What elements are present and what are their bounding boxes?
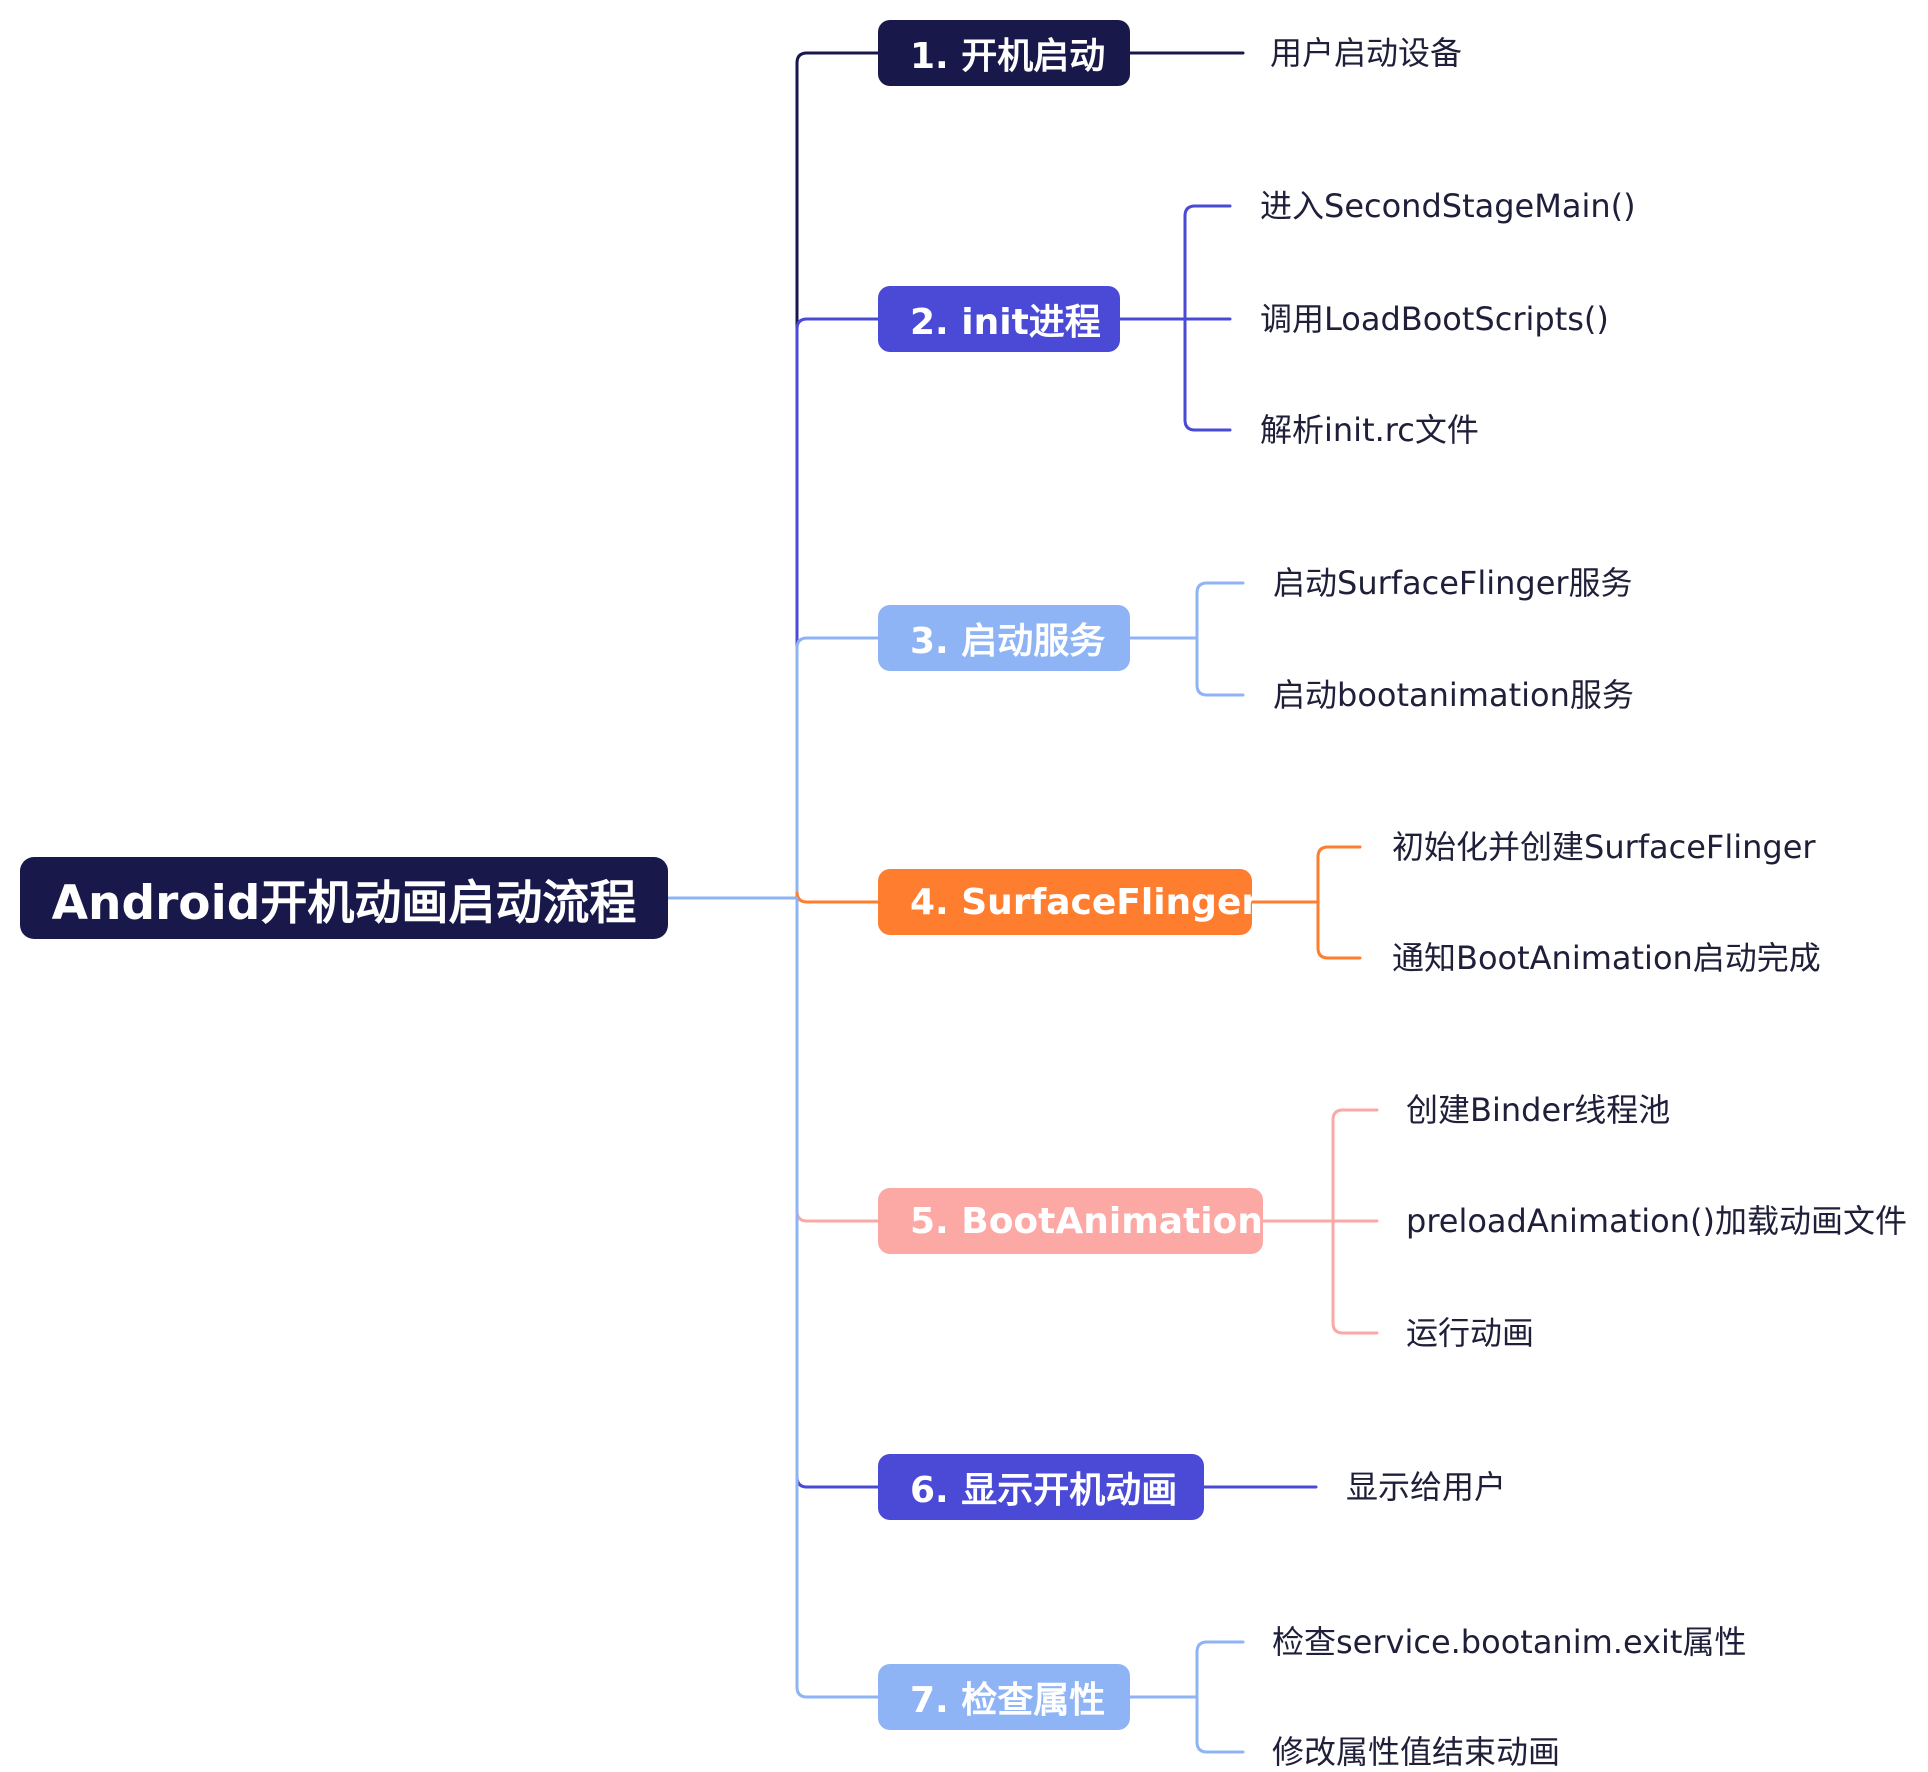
leaf-connector-4-2 — [1316, 946, 1362, 960]
leaf-connector-7-1 — [1195, 1640, 1245, 1654]
leaf-text-2-2[interactable]: 调用LoadBootScripts() — [1260, 300, 1609, 338]
leaf-connector-7-2 — [1195, 1740, 1245, 1754]
branch-node-7[interactable]: 7. 检查属性 — [878, 1664, 1130, 1730]
root-node[interactable]: Android开机动画启动流程 — [20, 857, 668, 939]
leaf-text-3-2[interactable]: 启动bootanimation服务 — [1273, 676, 1634, 714]
leaf-connector-3-2 — [1195, 683, 1245, 697]
leaf-connector-2-3 — [1183, 418, 1232, 432]
leaf-text-2-3[interactable]: 解析init.rc文件 — [1260, 411, 1479, 449]
branch-node-1[interactable]: 1. 开机启动 — [878, 20, 1130, 86]
leaf-text-2-1[interactable]: 进入SecondStageMain() — [1260, 187, 1636, 225]
branch-connector-4 — [795, 891, 880, 904]
leaf-text-5-2[interactable]: preloadAnimation()加载动画文件 — [1406, 1202, 1907, 1240]
branch-connector-3 — [795, 636, 880, 900]
branch-connector-5 — [795, 896, 880, 1223]
branch-node-3[interactable]: 3. 启动服务 — [878, 605, 1130, 671]
leaf-text-4-2[interactable]: 通知BootAnimation启动完成 — [1392, 939, 1821, 977]
leaf-text-6-1[interactable]: 显示给用户 — [1346, 1468, 1507, 1506]
leaf-connector-4-1 — [1316, 845, 1362, 859]
leaf-text-7-2[interactable]: 修改属性值结束动画 — [1272, 1733, 1561, 1771]
branch-connector-2 — [795, 317, 880, 900]
branch-connector-1 — [795, 51, 880, 900]
leaf-text-4-1[interactable]: 初始化并创建SurfaceFlinger — [1392, 828, 1816, 866]
branch-connector-7 — [795, 896, 880, 1699]
leaf-connector-5-1 — [1331, 1108, 1379, 1122]
branch-connector-6 — [795, 896, 880, 1489]
leaf-text-7-1[interactable]: 检查service.bootanim.exit属性 — [1272, 1623, 1747, 1661]
leaf-text-3-1[interactable]: 启动SurfaceFlinger服务 — [1273, 564, 1633, 602]
branch-node-5[interactable]: 5. BootAnimation — [878, 1188, 1263, 1254]
branch-node-6[interactable]: 6. 显示开机动画 — [878, 1454, 1204, 1520]
branch-node-2[interactable]: 2. init进程 — [878, 286, 1120, 352]
leaf-connector-2-1 — [1183, 204, 1232, 218]
leaf-connector-3-1 — [1195, 581, 1245, 595]
leaf-connector-5-3 — [1331, 1321, 1379, 1335]
leaf-text-5-3[interactable]: 运行动画 — [1406, 1314, 1535, 1352]
leaf-text-5-1[interactable]: 创建Binder线程池 — [1406, 1091, 1671, 1129]
branch-node-4[interactable]: 4. SurfaceFlinger — [878, 869, 1259, 935]
leaf-text-1-1[interactable]: 用户启动设备 — [1270, 34, 1463, 72]
